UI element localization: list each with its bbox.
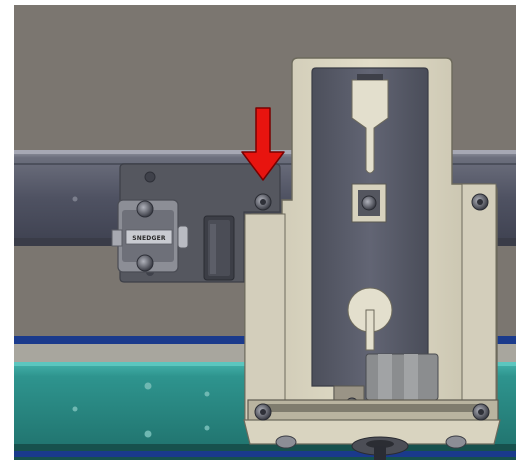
foot — [445, 435, 467, 449]
rail-hole — [72, 196, 78, 202]
latch-catch — [203, 215, 235, 281]
frame-hole — [144, 382, 152, 390]
foot — [275, 435, 297, 449]
spring-latch: SNEDGER — [111, 199, 189, 273]
latch-screw — [136, 200, 154, 218]
bracket-assembly — [244, 57, 498, 421]
bracket-base — [243, 399, 501, 460]
frame-hole — [72, 406, 78, 412]
plate-hole — [144, 171, 156, 183]
frame-hole — [144, 430, 152, 438]
callout-arrow — [241, 107, 285, 181]
frame-hole — [204, 425, 210, 431]
bracket-bolt — [361, 195, 377, 211]
frame-hole — [204, 391, 210, 397]
latch-label: SNEDGER — [132, 235, 166, 242]
latch-screw — [136, 254, 154, 272]
